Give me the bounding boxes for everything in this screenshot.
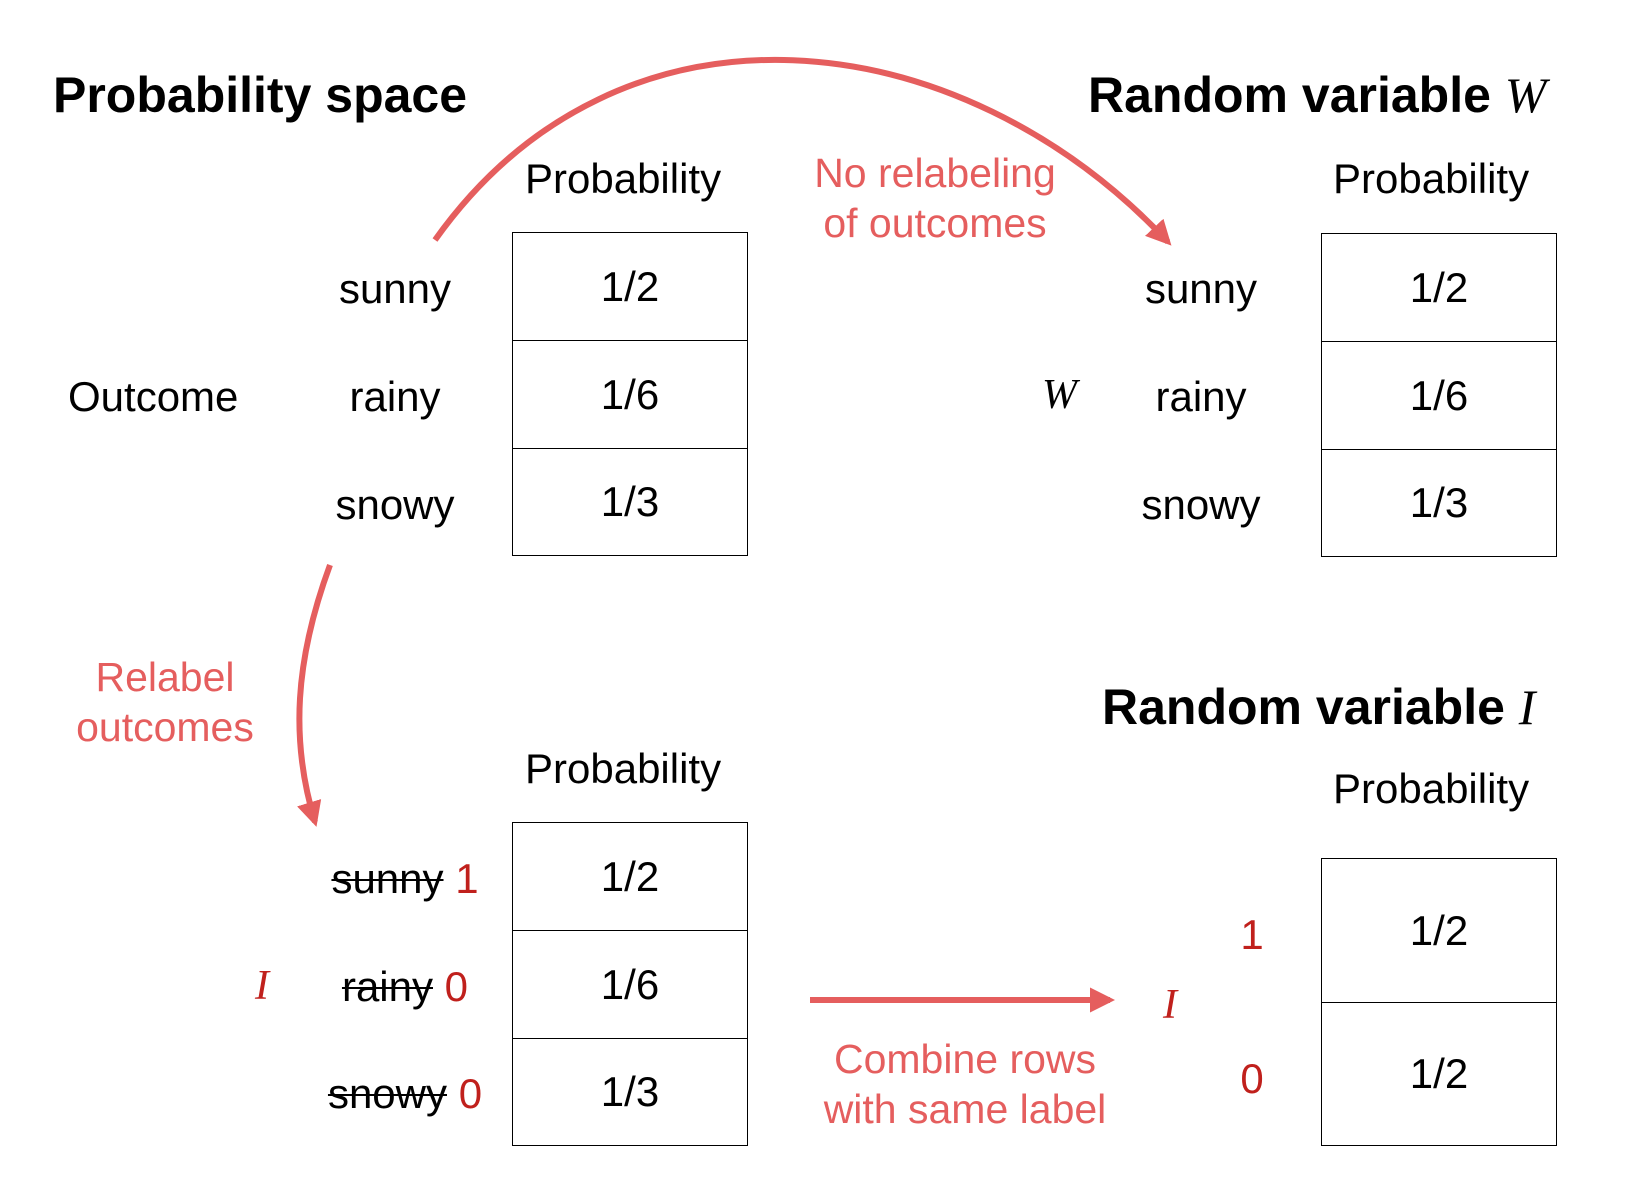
table-cell: 1/6 — [1322, 342, 1556, 450]
bottom-right-row-label-0: 0 — [1240, 1055, 1264, 1102]
random-variable-w-title: Random variable W — [1088, 70, 1546, 120]
i-side-label-right: I — [1163, 982, 1177, 1028]
note-line: No relabeling — [814, 150, 1056, 196]
table-cell: 1/6 — [513, 341, 747, 449]
table-cell: 1/2 — [1409, 1049, 1469, 1097]
bottom-right-column-header: Probability — [1333, 765, 1530, 812]
top-right-column-header: Probability — [1333, 155, 1530, 202]
bottom-left-row-label: rainy 0 — [315, 966, 495, 1008]
w-side-label: W — [1042, 372, 1077, 418]
note-line: of outcomes — [823, 200, 1047, 247]
title-text: Random variable — [1102, 679, 1519, 735]
table-cell: 1/3 — [600, 477, 660, 525]
new-label: 1 — [455, 855, 479, 902]
top-left-row-label-rainy: rainy — [349, 373, 441, 420]
no-relabel-arrow — [432, 56, 1172, 246]
relabel-outcomes-note: Relabel outcomes — [55, 652, 275, 752]
bottom-left-probability-table: 1/2 1/6 1/3 — [512, 822, 748, 1146]
note-line: outcomes — [76, 704, 254, 751]
bottom-left-row-label: snowy 0 — [305, 1073, 505, 1115]
bottom-left-column-header: Probability — [525, 745, 722, 792]
bottom-right-row-label-1: 1 — [1240, 911, 1264, 958]
random-variable-i-title: Random variable I — [1102, 682, 1535, 732]
top-right-probability-table: 1/2 1/6 1/3 — [1321, 233, 1557, 557]
table-cell: 1/3 — [600, 1067, 660, 1115]
title-variable: W — [1504, 67, 1547, 123]
top-left-column-header: Probability — [525, 155, 722, 202]
note-line: Combine rows — [833, 1036, 1097, 1082]
top-left-probability-table: 1/2 1/6 1/3 — [512, 232, 748, 556]
title-text: Random variable — [1088, 67, 1505, 123]
top-right-row-label-snowy: snowy — [1141, 481, 1261, 528]
combine-rows-note: Combine rows with same label — [800, 1034, 1130, 1134]
note-line: Relabel — [95, 654, 235, 700]
table-cell: 1/3 — [1409, 478, 1469, 526]
top-right-row-label-rainy: rainy — [1155, 373, 1247, 420]
top-left-row-label-snowy: snowy — [335, 481, 455, 528]
probability-space-title: Probability space — [53, 67, 468, 123]
note-line: with same label — [823, 1086, 1107, 1133]
outcome-label: Outcome — [68, 373, 239, 420]
new-label: 0 — [444, 963, 469, 1010]
top-right-row-label-sunny: sunny — [1144, 265, 1258, 312]
table-cell: 1/2 — [513, 823, 747, 931]
title-variable: I — [1518, 679, 1536, 735]
i-side-label-left: I — [255, 963, 269, 1009]
bottom-right-probability-table: 1/2 1/2 — [1321, 858, 1557, 1146]
relabel-arrow — [296, 563, 333, 827]
bottom-left-row-label: sunny 1 — [315, 858, 495, 900]
table-cell: 1/6 — [513, 931, 747, 1039]
struck-outcome: sunny — [331, 855, 444, 902]
top-left-row-label-sunny: sunny — [338, 265, 452, 312]
table-cell: 1/2 — [1322, 234, 1556, 342]
struck-outcome: snowy — [327, 1070, 448, 1117]
new-label: 0 — [458, 1070, 483, 1117]
table-cell: 1/2 — [513, 233, 747, 341]
table-cell: 1/2 — [1322, 859, 1556, 1003]
no-relabeling-note: No relabeling of outcomes — [790, 148, 1080, 248]
struck-outcome: rainy — [341, 963, 433, 1010]
